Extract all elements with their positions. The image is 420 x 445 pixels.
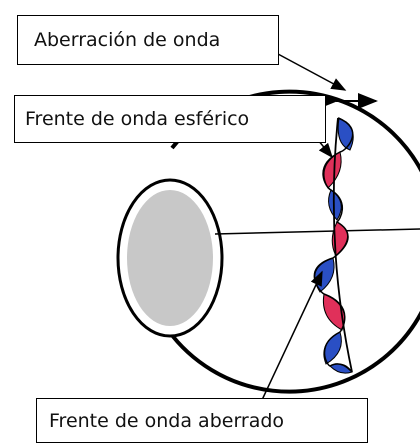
optical-axis-line bbox=[214, 228, 420, 235]
label-wave-aberration: Aberración de onda bbox=[17, 15, 279, 65]
eyeball-outline bbox=[166, 89, 420, 394]
label-aberrated-wavefront: Frente de onda aberrado bbox=[36, 398, 368, 443]
blue-lobe-2 bbox=[328, 189, 342, 221]
label-spherical-wavefront-text: Frente de onda esférico bbox=[25, 108, 250, 130]
lens-fill bbox=[127, 190, 213, 326]
aberration-leader-line bbox=[277, 53, 347, 91]
aberrated-wavefront-line bbox=[313, 117, 354, 373]
spherical-wavefront-line bbox=[332, 117, 353, 373]
label-aberrated-wavefront-text: Frente de onda aberrado bbox=[49, 409, 285, 432]
label-spherical-wavefront: Frente de onda esférico bbox=[14, 95, 326, 143]
label-wave-aberration-text: Aberración de onda bbox=[34, 29, 221, 51]
aberrated-leader-line bbox=[261, 270, 323, 401]
blue-lobe-1 bbox=[337, 117, 354, 151]
